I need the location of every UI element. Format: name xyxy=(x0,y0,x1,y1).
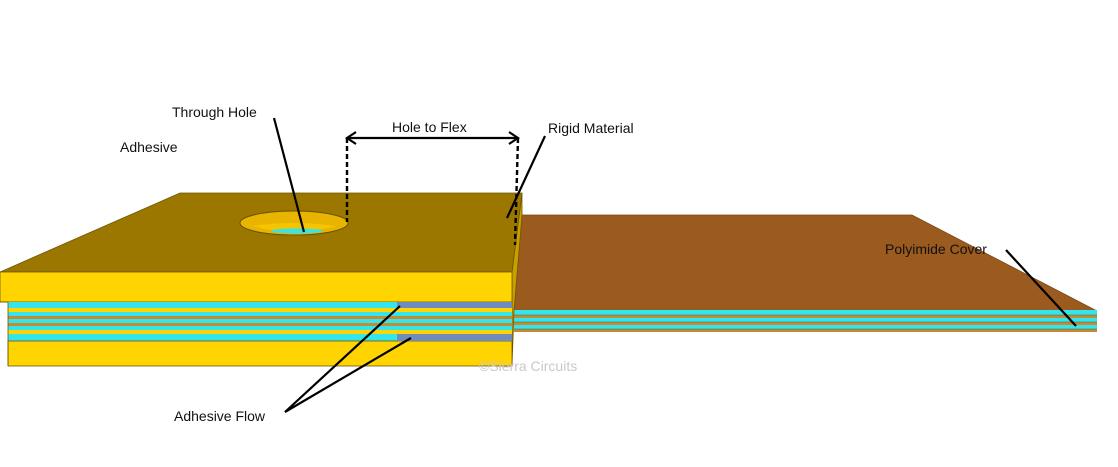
adhesive-flow-lower xyxy=(397,334,512,341)
adhesive-flow-leader-upper xyxy=(284,305,401,413)
through-hole-leader xyxy=(272,117,306,233)
flex-edge-layers xyxy=(514,310,1097,332)
flex-top-surface xyxy=(513,214,1098,312)
hole-to-flex-dimension xyxy=(345,131,520,246)
rigid-front-face xyxy=(0,271,513,303)
adhesive-flow-leader-lower xyxy=(284,337,412,413)
rigid-front-layers xyxy=(0,301,513,367)
polyimide-cover-leader xyxy=(1005,249,1077,327)
hole-to-flex-label: Hole to Flex xyxy=(392,119,467,135)
polyimide-cover-label: Polyimide Cover xyxy=(885,241,987,257)
rigid-material-label: Rigid Material xyxy=(548,120,634,136)
through-hole xyxy=(239,210,349,236)
rigid-material-leader xyxy=(506,135,546,219)
watermark: ©Sierra Circuits xyxy=(479,358,577,374)
through-hole-label: Through Hole xyxy=(172,104,257,120)
adhesive-flow-upper xyxy=(397,302,512,308)
adhesive-label: Adhesive xyxy=(120,139,178,155)
adhesive-flow-label: Adhesive Flow xyxy=(174,408,266,424)
